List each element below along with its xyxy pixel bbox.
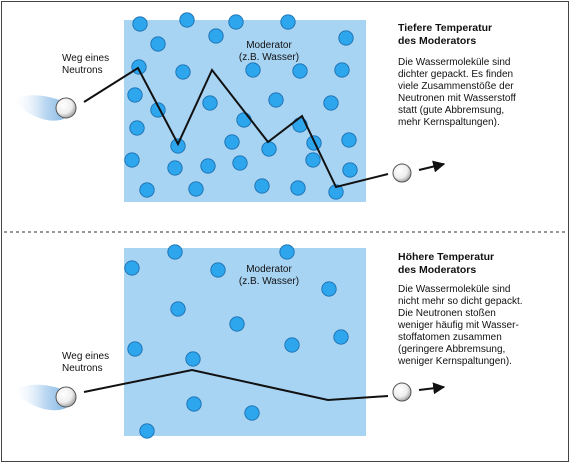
water-molecule: [305, 152, 321, 168]
outgoing-arrow-top: [418, 160, 446, 173]
water-molecule: [261, 141, 277, 157]
water-molecule: [186, 396, 202, 412]
neutron-label-line: Weg eines: [62, 351, 110, 362]
outgoing-arrow-bottom: [418, 382, 446, 395]
water-molecule: [290, 180, 306, 196]
moderator-label-top: Moderator (z.B. Wasser): [214, 40, 324, 64]
description-line: Die Wassermoleküle sind: [398, 57, 511, 68]
water-molecule: [139, 423, 155, 439]
water-molecule: [224, 134, 240, 150]
neutron-label-line: Neutrons: [62, 65, 103, 76]
description-line: Die Wassermoleküle sind: [398, 284, 511, 295]
title-line: Tiefere Temperatur: [398, 22, 493, 34]
water-molecule: [129, 120, 145, 136]
panel-title-top: Tiefere Temperatur des Moderators: [398, 22, 492, 47]
description-line: nicht mehr so dicht gepackt.: [398, 296, 523, 307]
water-molecule: [341, 132, 357, 148]
water-molecule: [236, 112, 252, 128]
water-molecule: [254, 178, 270, 194]
water-molecule: [210, 262, 226, 278]
neutron-path-top: [83, 66, 389, 189]
water-molecule: [139, 182, 155, 198]
moderator-label-bottom: Moderator (z.B. Wasser): [214, 264, 324, 288]
incoming-neutron-bottom: [55, 386, 77, 408]
description-line: stoffatomen zusammen: [398, 332, 502, 343]
description-line: Die Neutronen stoßen: [398, 308, 496, 319]
outgoing-neutron-top: [392, 163, 412, 183]
water-molecule: [284, 337, 300, 353]
water-molecule: [175, 64, 191, 80]
water-molecule: [323, 95, 339, 111]
water-molecule: [188, 181, 204, 197]
water-molecule: [170, 301, 186, 317]
water-molecule: [150, 36, 166, 52]
water-molecule: [167, 160, 183, 176]
water-molecule: [321, 281, 337, 297]
water-molecule: [124, 260, 140, 276]
neutron-trail-top: [12, 95, 72, 121]
water-molecule: [244, 405, 260, 421]
description-line: statt (gute Abbremsung,: [398, 105, 505, 116]
title-line: Höhere Temperatur: [398, 251, 495, 263]
water-molecule: [167, 244, 183, 260]
water-molecule: [292, 117, 308, 133]
water-molecule: [200, 158, 216, 174]
incoming-neutron-top: [55, 97, 77, 119]
outgoing-neutron-bottom: [392, 382, 412, 402]
description-line: weniger häufig mit Wasser-: [398, 320, 519, 331]
water-molecule: [245, 62, 261, 78]
water-molecule: [127, 87, 143, 103]
water-molecule: [333, 329, 349, 345]
moderator-subtitle: (z.B. Wasser): [238, 276, 300, 287]
water-molecule: [185, 351, 201, 367]
water-molecule: [232, 155, 248, 171]
neutron-path-bottom: [83, 368, 389, 402]
water-molecule: [292, 63, 308, 79]
water-molecule: [338, 30, 354, 46]
water-molecule: [124, 152, 140, 168]
description-line: weniger Kernspaltungen).: [398, 356, 512, 367]
water-molecule: [342, 162, 358, 178]
description-line: Neutronen mit Wasserstoff: [398, 93, 516, 104]
water-molecule: [229, 316, 245, 332]
description-line: dichter gepackt. Es finden: [398, 69, 514, 80]
panel-description-bottom: Die Wassermoleküle sind nicht mehr so di…: [398, 284, 523, 368]
water-molecule: [202, 95, 218, 111]
water-molecule: [179, 12, 195, 28]
neutron-path-label-bottom: Weg eines Neutrons: [62, 351, 109, 375]
moderator-title: Moderator: [246, 264, 292, 275]
water-molecule: [280, 14, 296, 30]
description-line: viele Zusammenstöße der: [398, 81, 514, 92]
panel-title-bottom: Höhere Temperatur des Moderators: [398, 251, 494, 276]
neutron-label-line: Neutrons: [62, 363, 103, 374]
title-line: des Moderators: [398, 34, 477, 47]
water-molecule: [279, 244, 295, 260]
neutron-path-label-top: Weg eines Neutrons: [62, 53, 109, 77]
water-molecule: [334, 62, 350, 78]
water-molecule: [228, 14, 244, 30]
title-line: des Moderators: [398, 263, 477, 276]
panel-description-top: Die Wassermoleküle sind dichter gepackt.…: [398, 57, 516, 129]
water-molecule: [208, 28, 224, 44]
moderator-title: Moderator: [246, 40, 292, 51]
neutron-label-line: Weg eines: [62, 53, 110, 64]
water-molecule: [132, 16, 148, 32]
description-line: mehr Kernspaltungen).: [398, 117, 500, 128]
moderator-box-bottom: [124, 248, 366, 436]
water-molecules-bottom: [124, 244, 349, 439]
water-molecules-top: [124, 12, 358, 200]
description-line: (geringere Abbremsung,: [398, 344, 506, 355]
moderator-subtitle: (z.B. Wasser): [238, 52, 300, 63]
water-molecule: [127, 341, 143, 357]
water-molecule: [268, 92, 284, 108]
neutron-trail-bottom: [12, 384, 72, 411]
